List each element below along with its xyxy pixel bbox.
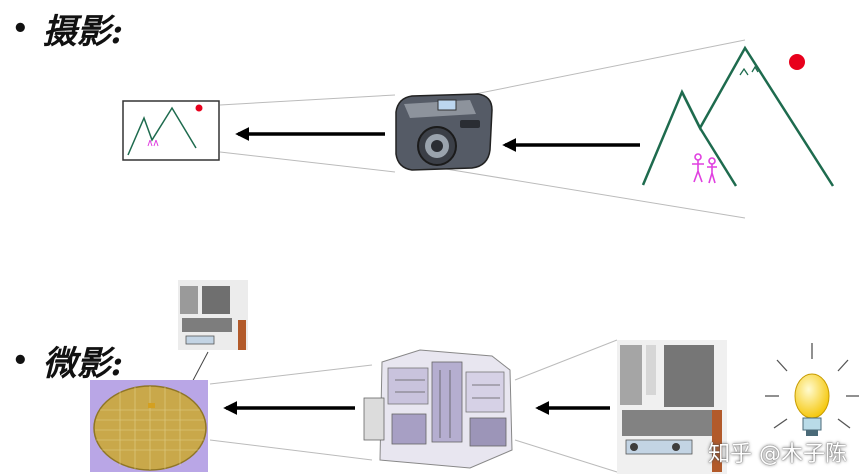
heading-photography: • 摄影: (12, 4, 123, 53)
photo-image (122, 100, 220, 161)
heading-lithography: • 微影: (12, 336, 123, 385)
sun-icon (789, 54, 805, 70)
lithography-tool-image (363, 349, 513, 469)
light-rays-tool (209, 339, 618, 473)
bullet-photography: • (12, 13, 29, 44)
people-icon (692, 153, 717, 184)
wafer-image (90, 380, 208, 472)
lightbulb-icon (765, 343, 859, 436)
bullet-lithography: • (12, 345, 29, 376)
watermark-text: 知乎 @木子陈 (708, 442, 847, 467)
reticle-detail-large (617, 340, 727, 474)
watermark: 知乎 @木子陈 (708, 436, 847, 468)
reticle-detail-small (178, 280, 248, 406)
title-lithography: 微影: (42, 344, 124, 384)
view-rays-scene (439, 39, 746, 219)
view-rays-photo (219, 94, 396, 173)
mountain-scene (641, 45, 835, 187)
camera-icon (395, 93, 493, 171)
title-photography: 摄影: (42, 12, 124, 52)
